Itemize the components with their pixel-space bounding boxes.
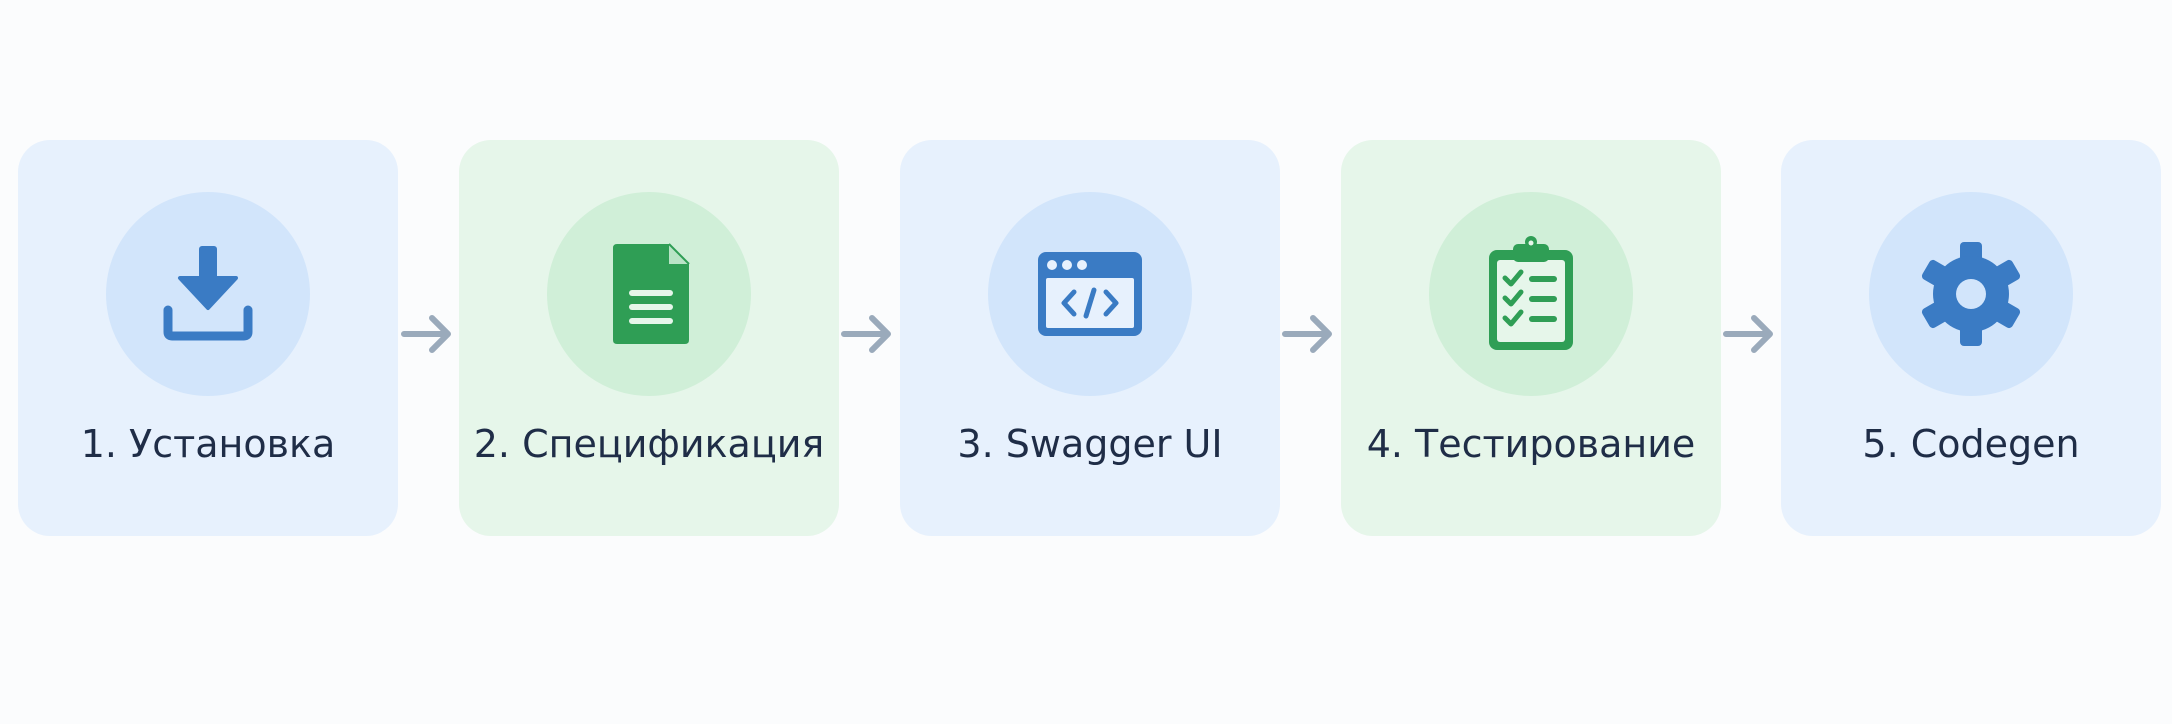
- arrow-right-icon: [841, 315, 891, 353]
- step-card-testing: 4. Тестирование: [1341, 140, 1721, 536]
- icon-circle: [1429, 192, 1633, 396]
- step-label: 1. Установка: [80, 422, 336, 466]
- icon-circle: [1869, 192, 2073, 396]
- icon-circle: [547, 192, 751, 396]
- step-card-codegen: 5. Codegen: [1781, 140, 2161, 536]
- icon-circle: [106, 192, 310, 396]
- step-label: 3. Swagger UI: [957, 422, 1223, 466]
- step-card-swagger-ui: 3. Swagger UI: [900, 140, 1280, 536]
- icon-circle: [988, 192, 1192, 396]
- document-icon: [613, 243, 690, 344]
- browser-code-icon: [1038, 252, 1142, 336]
- arrow-right-icon: [1282, 315, 1332, 353]
- step-label: 2. Спецификация: [473, 422, 825, 466]
- step-label: 4. Тестирование: [1366, 422, 1696, 466]
- step-card-installation: 1. Установка: [18, 140, 398, 536]
- step-label: 5. Codegen: [1862, 422, 2080, 466]
- clipboard-checklist-icon: [1489, 236, 1573, 350]
- step-card-specification: 2. Спецификация: [459, 140, 839, 536]
- arrow-right-icon: [1723, 315, 1773, 353]
- gear-icon: [1921, 242, 2021, 346]
- download-icon: [163, 246, 253, 341]
- arrow-right-icon: [401, 315, 451, 353]
